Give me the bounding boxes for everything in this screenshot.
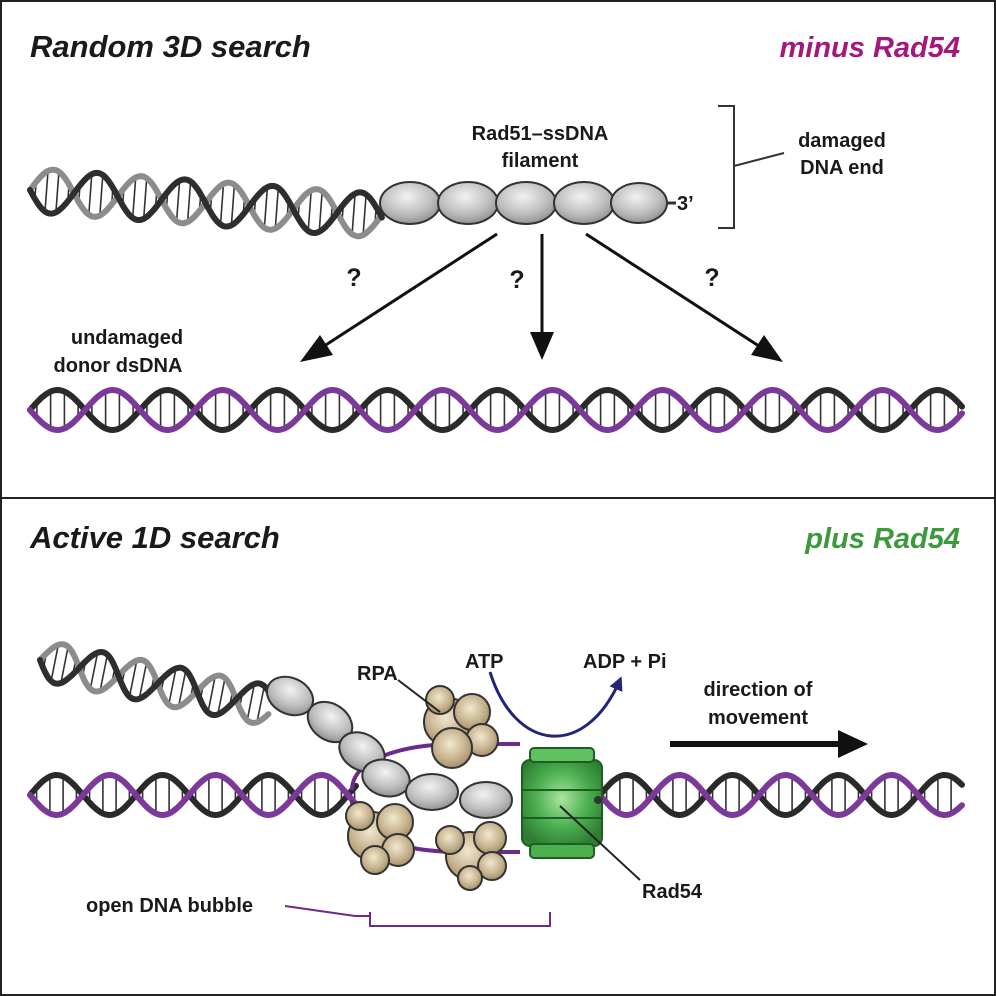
damaged-line1: damaged — [798, 130, 886, 152]
donor-dsdna-helix — [27, 386, 965, 434]
helix-layer — [27, 166, 965, 819]
top-condition: minus Rad54 — [780, 32, 961, 64]
search-arrowhead-left — [300, 335, 333, 362]
rad51-monomer — [405, 773, 459, 811]
donor-dsdna-helix-left — [27, 771, 359, 819]
question-mark-middle: ? — [509, 266, 524, 294]
rad51-monomer — [610, 182, 668, 224]
search-arrow-right — [585, 232, 766, 352]
bottom-panel: Active 1D search plus Rad54 — [29, 520, 960, 927]
bottom-title: Active 1D search — [29, 520, 280, 555]
search-arrowhead-middle — [530, 332, 554, 360]
filament-label-line1: Rad51–ssDNA — [472, 123, 609, 145]
donor-line2: donor dsDNA — [54, 355, 183, 377]
rad51-monomer — [437, 181, 499, 225]
rad51-monomer — [553, 181, 615, 225]
damaged-dsdna-helix — [27, 166, 386, 240]
rad51-monomer — [379, 181, 441, 225]
rpa-protein — [435, 821, 507, 891]
direction-line2: movement — [708, 707, 808, 729]
bottom-condition: plus Rad54 — [804, 523, 960, 555]
donor-dsdna-helix-right — [597, 771, 965, 819]
bubble-bracket — [369, 912, 551, 927]
question-mark-left: ? — [346, 264, 361, 292]
filament-label-line2: filament — [502, 150, 579, 172]
bubble-label: open DNA bubble — [86, 895, 253, 917]
rpa-leader — [397, 679, 441, 713]
search-arrow-left — [317, 232, 498, 352]
search-arrowhead-right — [751, 335, 783, 362]
rpa-label: RPA — [357, 663, 398, 685]
rpa-protein — [423, 685, 499, 769]
direction-arrowhead — [838, 730, 868, 758]
rpa-protein — [345, 801, 415, 875]
rad51-monomer — [459, 781, 513, 819]
rad51-monomer — [495, 181, 557, 225]
damaged-line2: DNA end — [800, 157, 884, 179]
rad54-motor — [521, 747, 603, 859]
rad54-label: Rad54 — [642, 881, 703, 903]
top-panel: Random 3D search minus Rad54 Rad51–ssDNA… — [30, 29, 960, 377]
atp-hydrolysis-arrow — [488, 671, 623, 738]
bubble-leader — [284, 905, 370, 917]
rad54-leader — [559, 805, 641, 881]
direction-line1: direction of — [704, 679, 813, 701]
donor-line1: undamaged — [71, 327, 183, 349]
three-prime-label: 3’ — [677, 193, 694, 215]
rad51-filament — [379, 181, 676, 225]
damaged-dsdna-helix-bottom — [37, 641, 275, 726]
question-mark-right: ? — [704, 264, 719, 292]
top-title: Random 3D search — [30, 29, 311, 64]
bracket-leader — [733, 152, 785, 167]
atp-label: ATP — [465, 651, 504, 673]
rad51-filament-invading — [265, 675, 513, 819]
adp-label: ADP + Pi — [583, 651, 667, 673]
damaged-end-bracket — [718, 105, 735, 229]
